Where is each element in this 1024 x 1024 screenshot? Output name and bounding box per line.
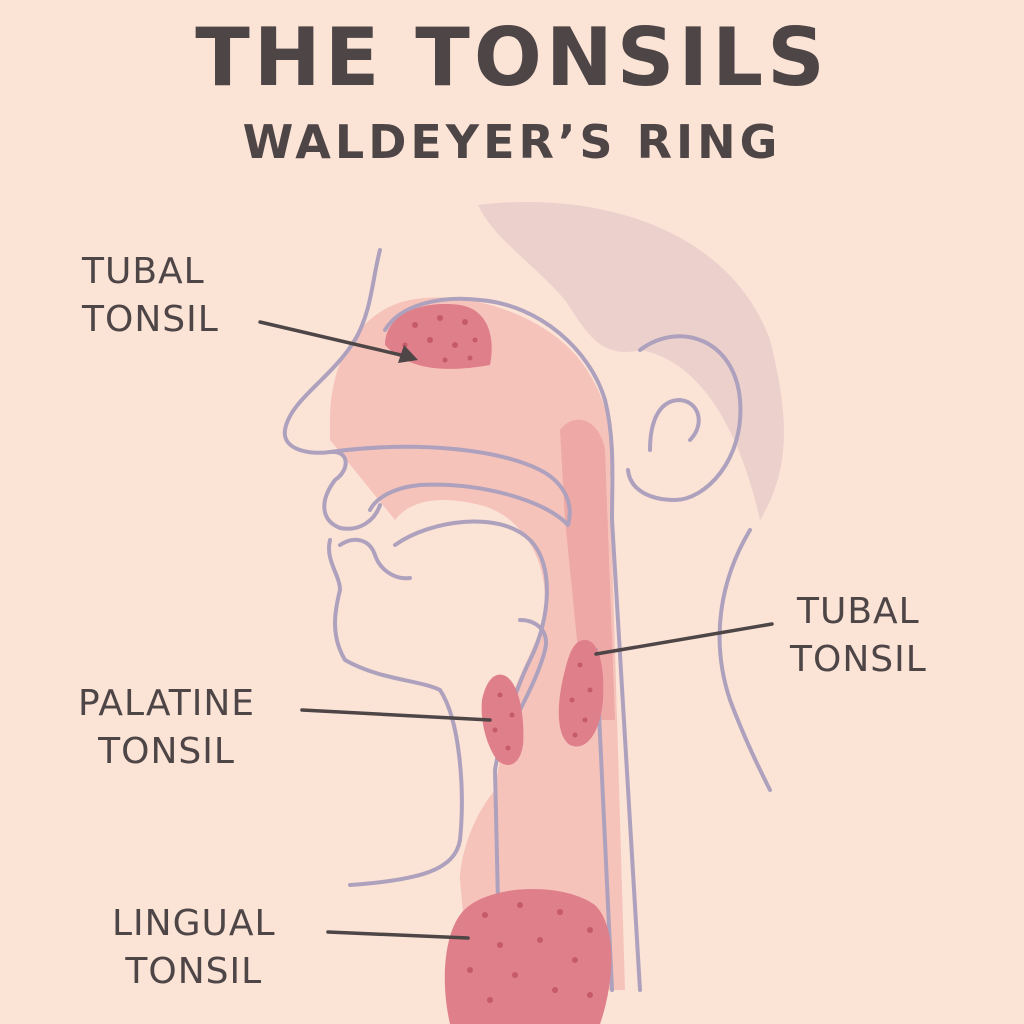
label-palatine-tonsil: PALATINE TONSIL [78,680,255,776]
arrowhead-icon [398,345,418,363]
label-tubal-tonsil-top: TUBAL TONSIL [82,248,219,344]
ear-outline [626,334,743,503]
soft-palate-outline [518,618,548,712]
tubal-tonsil-top [385,304,492,369]
leader-line-tubal-right [594,622,774,656]
label-line-1: LINGUAL [112,903,276,944]
label-line-2: TONSIL [98,731,235,772]
hard-palate-outline [328,444,572,527]
label-line-2: TONSIL [125,951,263,992]
label-line-2: TONSIL [790,639,927,680]
palatine-tonsil [481,674,524,765]
label-line-1: TUBAL [797,591,920,632]
page-title: THE TONSILS [195,11,829,104]
posterior-wall-shade [560,419,615,720]
lower-lip-outline [338,537,412,581]
airway-cavity [330,297,625,990]
leader-lines [258,320,774,940]
label-line-1: TUBAL [82,251,205,292]
page-subtitle: WALDEYER’S RING [242,115,782,169]
neck-back-outline [717,528,772,792]
leader-line-palatine [300,708,492,722]
lingual-tonsil [444,888,612,1024]
ear-inner-outline [648,397,701,452]
label-lingual-tonsil: LINGUAL TONSIL [112,900,276,996]
nasal-cavity-outline [383,296,642,992]
label-line-1: PALATINE [78,683,256,724]
leader-line-tubal-top [258,320,407,358]
leader-line-lingual [326,930,470,940]
hair-shape [478,201,784,521]
face-profile-outline [282,248,464,887]
tubal-tonsil-right [558,640,604,747]
label-tubal-tonsil-right: TUBAL TONSIL [790,588,927,684]
label-line-2: TONSIL [82,299,219,340]
